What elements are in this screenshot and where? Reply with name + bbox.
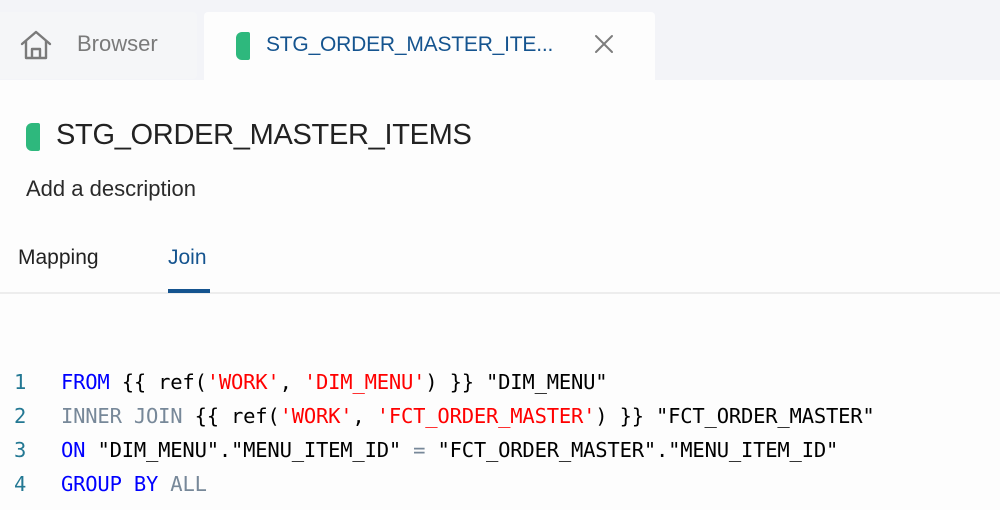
- node-color-pill-icon: [26, 123, 40, 151]
- code-token: "DIM_MENU"."MENU_ITEM_ID": [85, 438, 414, 462]
- code-text: GROUP BY ALL: [61, 472, 207, 496]
- code-token: ) }} "FCT_ORDER_MASTER": [595, 404, 875, 428]
- tab-mapping[interactable]: Mapping: [18, 246, 99, 269]
- tab-browser[interactable]: Browser: [0, 12, 197, 79]
- description-field[interactable]: Add a description: [26, 176, 196, 201]
- code-token: ,: [352, 404, 377, 428]
- code-token: 'FCT_ORDER_MASTER': [376, 404, 596, 428]
- line-number: 1: [14, 370, 27, 394]
- code-token: ,: [279, 370, 304, 394]
- tab-stg-order-master-items[interactable]: STG_ORDER_MASTER_ITE...: [204, 12, 655, 82]
- code-token: [158, 472, 170, 496]
- code-token: ) }} "DIM_MENU": [425, 370, 608, 394]
- active-tab-indicator: [168, 289, 210, 293]
- line-number: 2: [14, 404, 27, 428]
- code-token: FROM: [61, 370, 110, 394]
- code-token: =: [413, 438, 426, 462]
- tab-bar: Browser STG_ORDER_MASTER_ITE...: [0, 0, 1000, 82]
- code-token: 'WORK': [279, 404, 353, 428]
- code-token: 'DIM_MENU': [303, 370, 426, 394]
- home-icon: [20, 30, 52, 60]
- node-color-pill-icon: [236, 32, 250, 60]
- line-number: 4: [14, 472, 27, 496]
- code-token: "FCT_ORDER_MASTER"."MENU_ITEM_ID": [425, 438, 839, 462]
- code-text: FROM {{ ref('WORK', 'DIM_MENU') }} "DIM_…: [61, 370, 608, 394]
- close-icon[interactable]: [592, 32, 616, 56]
- code-token: {{ ref(: [182, 404, 280, 428]
- subtab-bar: Mapping Join: [0, 240, 1000, 294]
- tab-join[interactable]: Join: [168, 246, 207, 269]
- code-text: ON "DIM_MENU"."MENU_ITEM_ID" = "FCT_ORDE…: [61, 438, 838, 462]
- code-token: GROUP BY: [61, 472, 159, 496]
- tab-active-label: STG_ORDER_MASTER_ITE...: [266, 33, 554, 56]
- code-token: ALL: [170, 472, 207, 496]
- code-token: INNER JOIN: [61, 404, 183, 428]
- code-text: INNER JOIN {{ ref('WORK', 'FCT_ORDER_MAS…: [61, 404, 875, 428]
- code-token: 'WORK': [206, 370, 280, 394]
- tab-browser-label: Browser: [77, 31, 158, 56]
- code-token: {{ ref(: [109, 370, 207, 394]
- code-token: ON: [61, 438, 86, 462]
- page-title: STG_ORDER_MASTER_ITEMS: [56, 119, 472, 151]
- line-number: 3: [14, 438, 27, 462]
